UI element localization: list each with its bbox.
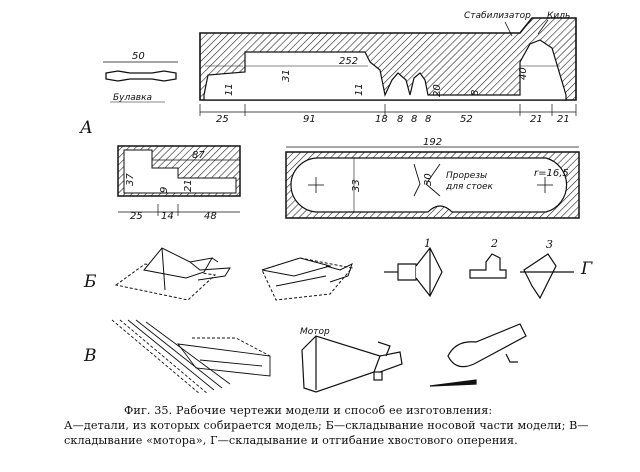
fuselage-blank: 252 31 11 11 20 8 40 Стабилизатор Киль: [199, 11, 577, 101]
dim-height-11b: 11: [354, 83, 365, 96]
tail-folding-sketch-1: [384, 246, 443, 298]
tail-folding-sketch-3: [520, 253, 574, 300]
slots-label-line2: для стоек: [445, 182, 493, 192]
section-label-g: Г: [580, 259, 593, 279]
dim-panel-25: 25: [130, 211, 143, 222]
dim-wing-radius: r=16,5: [534, 168, 569, 179]
dim-height-11a: 11: [224, 83, 235, 96]
nose-folding-sketch-1: [114, 247, 231, 301]
step-3: 3: [546, 238, 553, 251]
dim-panel-48: 48: [204, 211, 217, 222]
step-2: 2: [490, 237, 498, 250]
motor-label: Мотор: [300, 327, 330, 337]
motor-folding-sketch-1: [111, 319, 271, 395]
dim-wing-33: 33: [351, 179, 362, 192]
fuselage-bottom-dims: 25 91 18 8 8 8 52 21 21: [199, 104, 577, 125]
wing-panel: 192 33 30 Прорезы для стоек r=16,5: [285, 137, 580, 219]
dim-bottom-18: 18: [375, 114, 388, 125]
section-label-b: Б: [83, 272, 97, 292]
motor-folding-sketch-3: [429, 323, 527, 387]
dim-height-31: 31: [281, 69, 292, 82]
stabilizer-label: Стабилизатор: [464, 11, 531, 21]
dim-height-40: 40: [518, 67, 529, 80]
section-label-a: А: [79, 118, 93, 138]
dim-height-8: 8: [470, 90, 481, 96]
dim-bottom-25: 25: [216, 114, 229, 125]
dim-bottom-91: 91: [303, 114, 316, 125]
small-panel: 87 37 9 21 25 14 48: [117, 145, 241, 222]
figure-caption: Фиг. 35. Рабочие чертежи модели и способ…: [64, 403, 624, 448]
dim-bottom-52: 52: [460, 114, 473, 125]
dim-wing-30: 30: [423, 173, 434, 186]
slots-label-line1: Прорезы: [446, 171, 487, 181]
motor-folding-sketch-2: [301, 335, 403, 393]
dim-total-length: 252: [339, 56, 358, 67]
step-1: 1: [424, 237, 431, 250]
dim-bottom-21b: 21: [557, 114, 570, 125]
pin-drawing: 50 Булавка: [103, 51, 178, 103]
pin-label: Булавка: [113, 93, 152, 103]
dim-bottom-8a: 8: [397, 114, 403, 125]
dim-bottom-8c: 8: [425, 114, 431, 125]
dim-panel-9: 9: [159, 187, 170, 193]
dim-panel-37: 37: [125, 173, 136, 186]
nose-folding-sketch-2: [261, 257, 353, 301]
dim-height-20: 20: [432, 84, 443, 97]
caption-title: Фиг. 35. Рабочие чертежи модели и способ…: [124, 404, 493, 417]
section-label-v: В: [83, 346, 97, 366]
dim-wing-192: 192: [423, 137, 442, 148]
keel-label: Киль: [547, 11, 570, 21]
dim-panel-21: 21: [183, 179, 194, 192]
dim-pin-length: 50: [132, 51, 145, 62]
dim-bottom-21a: 21: [530, 114, 543, 125]
caption-body: А—детали, из которых собирается модель; …: [64, 419, 589, 447]
dim-panel-14: 14: [161, 211, 174, 222]
dim-bottom-8b: 8: [411, 114, 417, 125]
dim-panel-87: 87: [192, 150, 205, 161]
tail-folding-sketch-2: [469, 253, 507, 279]
